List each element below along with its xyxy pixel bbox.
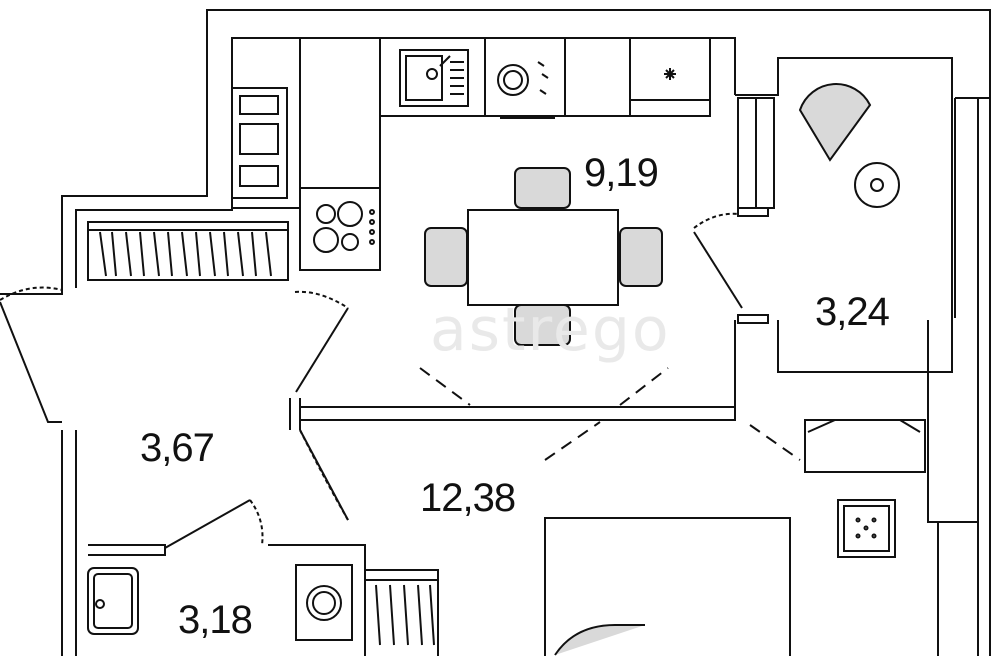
- bedroom-area-label: 12,38: [420, 476, 516, 520]
- kitchen-counter: [231, 37, 711, 271]
- dishwasher-icon: [497, 61, 549, 96]
- armchair-icon: [798, 83, 900, 208]
- stove-icon: [313, 201, 375, 253]
- balcony-frame: [737, 97, 775, 324]
- desk: [804, 419, 926, 473]
- wardrobe: [87, 221, 289, 281]
- zone-dividers: [419, 367, 801, 461]
- balcony-area-label: 3,24: [815, 290, 890, 334]
- kitchen-area-label: 9,19: [584, 151, 659, 195]
- watermark: astrego: [430, 295, 671, 365]
- fridge-icon: [664, 68, 676, 80]
- washbasin-icon: [87, 567, 139, 635]
- bathroom-area-label: 3,18: [178, 598, 253, 642]
- doors: [0, 231, 743, 549]
- dining-table: [424, 167, 663, 346]
- utility-box-icon: [837, 499, 896, 558]
- sink-icon: [399, 49, 469, 107]
- hallway-area-label: 3,67: [140, 426, 215, 470]
- towel-rack: [364, 569, 439, 656]
- bed: [544, 517, 791, 656]
- washing-machine-icon: [295, 564, 353, 641]
